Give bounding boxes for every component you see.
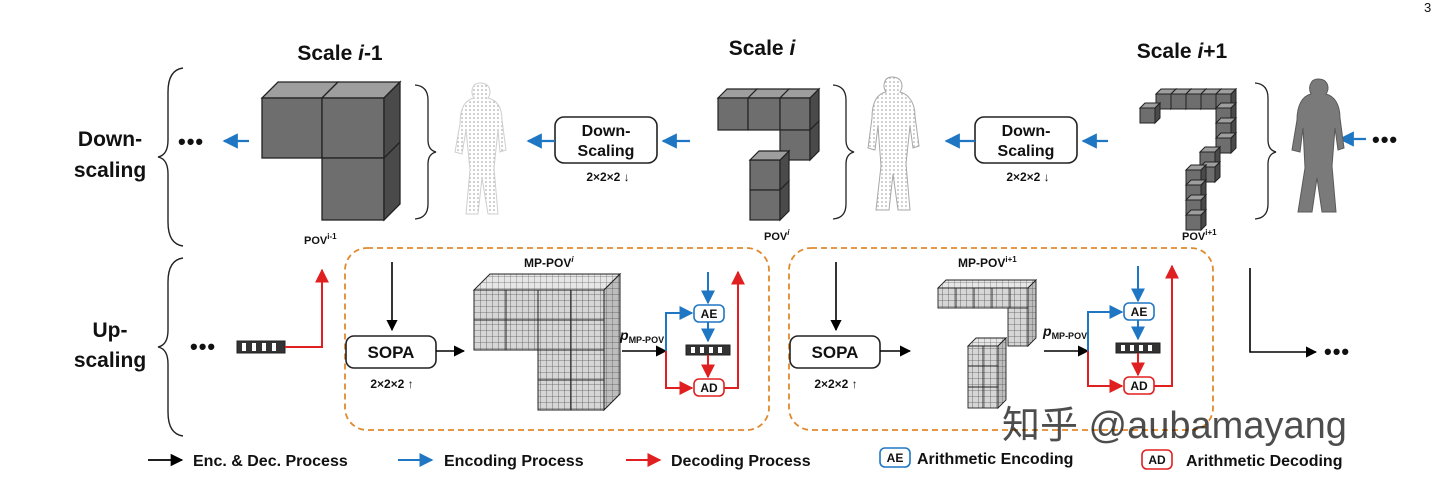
point-cloud-next <box>1291 78 1345 213</box>
mppov-label-next: MP-POVi+1 <box>958 255 1017 270</box>
arrow-decode-to-pov-prev <box>285 268 329 348</box>
legend-decoding-label: Decoding Process <box>671 453 811 470</box>
pov-prev-cubes <box>260 80 402 222</box>
legend-ae-label: Arithmetic Encoding <box>917 451 1073 468</box>
pov-label-next: POVi+1 <box>1182 228 1217 243</box>
brace-up <box>157 257 184 437</box>
arrow-prob-to-ae-1 <box>665 306 694 351</box>
bracket-next <box>1254 82 1277 220</box>
voxel-front <box>1139 107 1156 124</box>
bracket-cur <box>832 84 855 220</box>
ellipsis-up-left: ••• <box>190 334 216 359</box>
sopa-box-2 <box>789 335 881 369</box>
row-label-down-2: scaling <box>74 159 146 182</box>
brace-down <box>157 67 184 247</box>
legend-enc-dec-label: Enc. & Dec. Process <box>193 453 348 470</box>
legend-ae-badge-label: AE <box>887 451 904 465</box>
ellipsis-down-right: ••• <box>1372 127 1398 152</box>
arrow-prob-to-ae-2 <box>1087 305 1124 351</box>
downscale-box-2-factor: 2×2×2 ↓ <box>1006 170 1049 184</box>
sopa-box-1-label: SOPA <box>368 343 415 362</box>
page-number: 3 <box>1424 0 1431 15</box>
watermark: 知乎 @aubamayang <box>1002 405 1347 447</box>
ae-box-2-label: AE <box>1131 305 1148 319</box>
pov-label-prev: POVi-1 <box>304 232 337 247</box>
pov-label-cur: POVi <box>764 228 790 243</box>
point-cloud-cur <box>867 76 920 211</box>
sopa-box-2-factor: 2×2×2 ↑ <box>814 377 857 391</box>
panel-scale-next <box>788 247 1214 431</box>
ellipsis-up-right: ••• <box>1324 339 1350 364</box>
voxel-front <box>1185 214 1202 231</box>
downscale-box-1-line2: Scaling <box>578 143 635 160</box>
downscale-box-1-factor: 2×2×2 ↓ <box>586 170 629 184</box>
pov-next-cubes <box>1138 87 1238 232</box>
sopa-box-2-label: SOPA <box>812 343 859 362</box>
legend-ae-badge <box>879 447 911 468</box>
header-scale-prev: Scale i-1 <box>297 42 383 65</box>
voxel-front <box>1200 93 1217 110</box>
ellipsis-down-left: ••• <box>178 129 204 154</box>
mppov-next-cubes <box>936 278 1038 410</box>
downscale-box-2-line2: Scaling <box>998 143 1055 160</box>
arrow-prob-to-ad-2 <box>1087 351 1124 393</box>
point-cloud-prev <box>454 82 507 215</box>
arrow-up-right <box>1249 268 1318 358</box>
ad-box-1-label: AD <box>700 381 718 395</box>
pov-cur-cubes <box>716 87 821 222</box>
legend-ad-badge-label: AD <box>1148 453 1166 467</box>
legend-encoding-label: Encoding Process <box>444 453 584 470</box>
mppov-label-cur: MP-POVi <box>524 255 574 270</box>
row-label-down-1: Down- <box>78 128 142 151</box>
sopa-box-1-factor: 2×2×2 ↑ <box>370 377 413 391</box>
voxel-front <box>1185 93 1202 110</box>
prob-label-2: pMP-POV <box>1042 323 1087 341</box>
arrow-prob-to-ad-1 <box>665 351 694 395</box>
header-scale-next: Scale i+1 <box>1137 40 1228 63</box>
ad-box-2-label: AD <box>1130 379 1148 393</box>
row-label-up-1: Up- <box>93 319 128 342</box>
downscale-box-2: Down- Scaling 2×2×2 ↓ <box>974 116 1078 184</box>
mppov-cur-cubes <box>472 272 622 412</box>
legend-ad-label: Arithmetic Decoding <box>1186 453 1342 470</box>
bitstream-left <box>236 340 286 354</box>
panel-scale-cur <box>344 247 770 431</box>
sopa-box-1 <box>345 335 437 369</box>
row-label-up-2: scaling <box>74 349 146 372</box>
prob-label-1: pMP-POV <box>619 327 664 345</box>
bracket-prev <box>414 84 437 220</box>
legend-ad-badge <box>1141 449 1173 470</box>
header-scale-cur: Scale i <box>729 37 797 60</box>
ae-box-1-label: AE <box>701 307 718 321</box>
voxel-front <box>1170 93 1187 110</box>
downscale-box-1-line1: Down- <box>582 123 631 140</box>
downscale-box-1: Down- Scaling 2×2×2 ↓ <box>554 116 658 184</box>
legend: Enc. & Dec. Process Encoding Process Dec… <box>148 447 1342 470</box>
bitstream-1 <box>685 344 731 356</box>
arrow-ad-out-2 <box>1154 264 1179 387</box>
arrow-ad-out-1 <box>724 270 745 389</box>
downscale-box-2-line1: Down- <box>1002 123 1051 140</box>
bitstream-2 <box>1115 342 1161 354</box>
